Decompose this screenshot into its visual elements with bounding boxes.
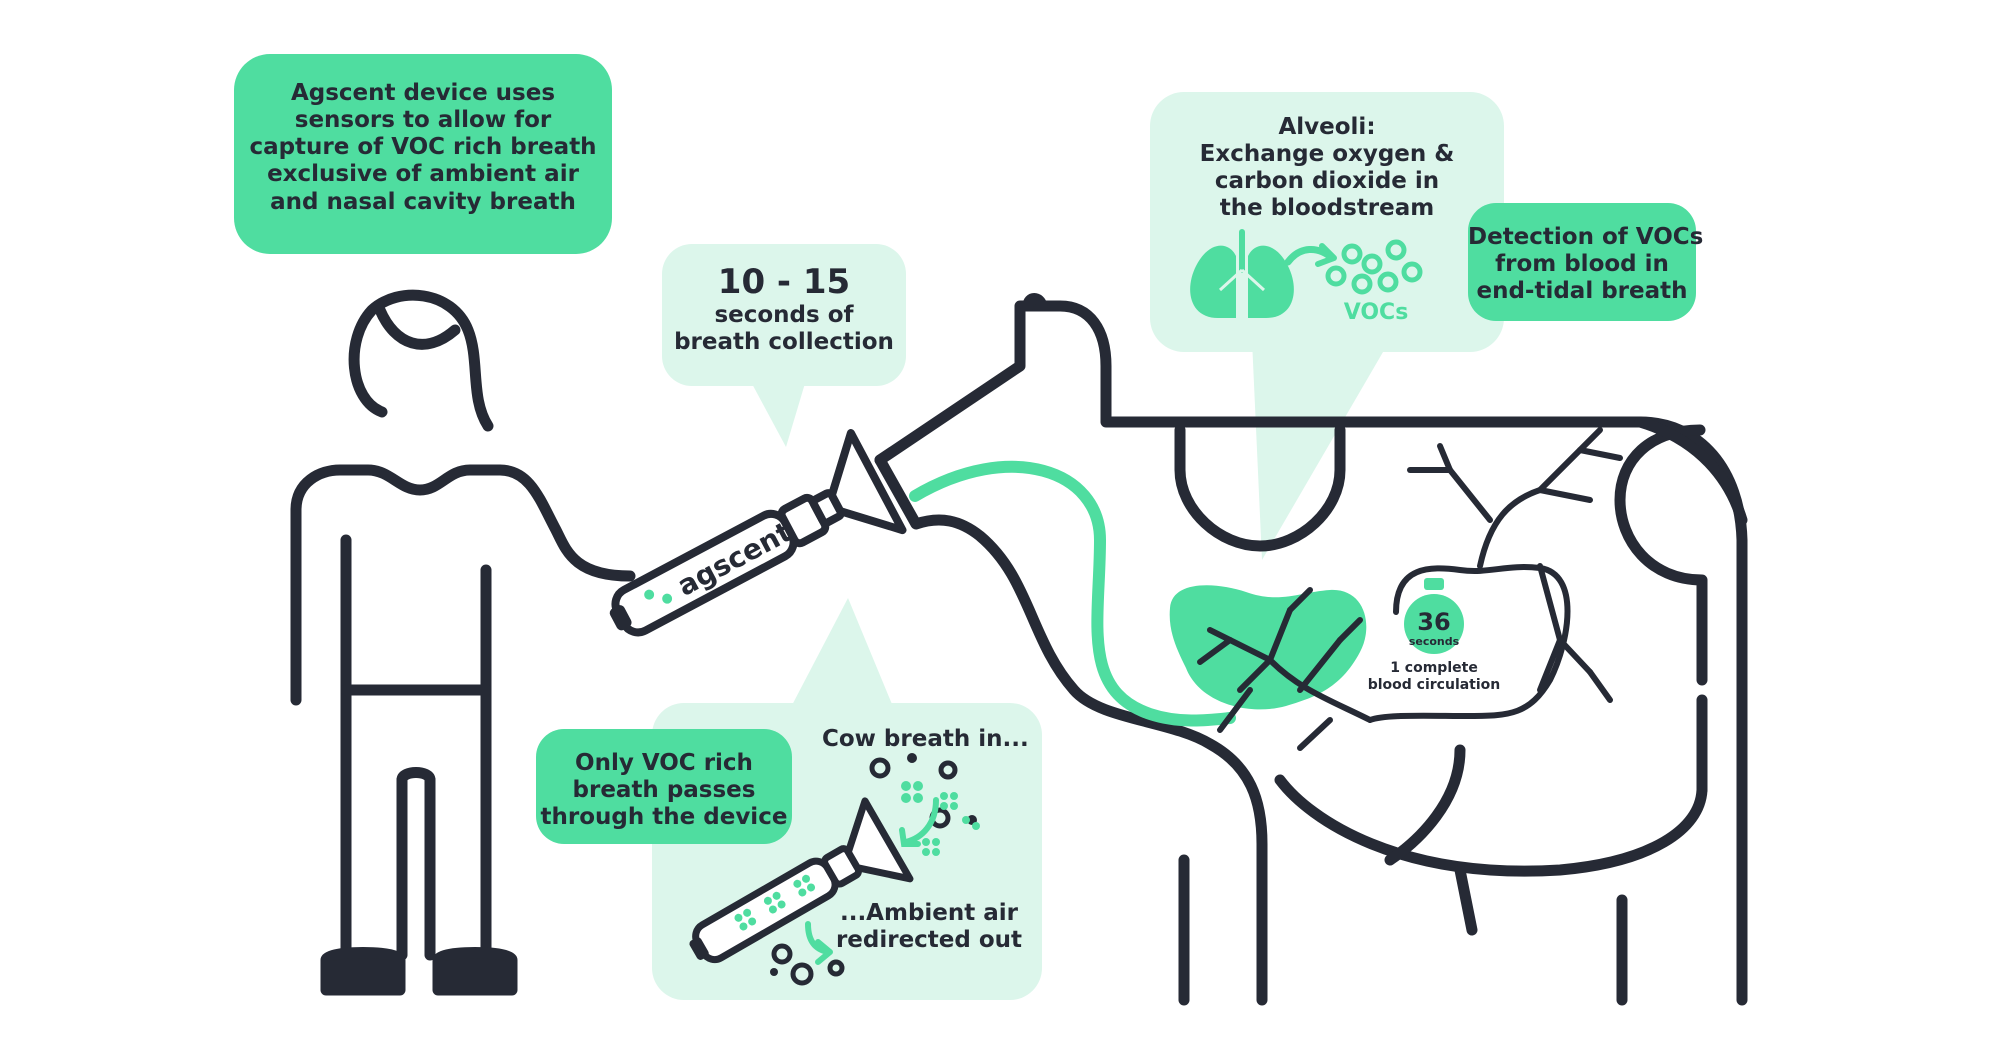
cow-icon bbox=[874, 293, 1748, 1006]
stopwatch-icon: 36 seconds bbox=[1404, 578, 1464, 654]
callout-line: breath passes bbox=[572, 777, 756, 804]
callout-detection-text: Detection of VOCs from blood in end-tida… bbox=[1468, 224, 1704, 305]
callout-line: sensors to allow for bbox=[294, 107, 552, 134]
cow-breath-in-text: Cow breath in... bbox=[822, 726, 1029, 752]
callout-line: Alveoli: bbox=[1278, 114, 1376, 140]
callout-alveoli-text: Alveoli: Exchange oxygen & carbon dioxid… bbox=[1150, 114, 1504, 223]
callout-detection-bubble bbox=[1468, 203, 1696, 321]
callout-line: exclusive of ambient air bbox=[267, 161, 579, 188]
callout-line: Only VOC rich bbox=[575, 750, 753, 776]
breath-particles-in bbox=[869, 753, 980, 856]
callout-line: capture of VOC rich breath bbox=[249, 134, 597, 161]
timer-value: 36 bbox=[1417, 608, 1450, 636]
callout-line: seconds of bbox=[714, 302, 854, 329]
ambient-air-particles bbox=[770, 921, 845, 986]
callout-line: the bloodstream bbox=[1219, 195, 1435, 222]
callout-line: Detection of VOCs bbox=[1468, 224, 1704, 250]
callout-line: through the device bbox=[540, 804, 788, 831]
callout-collection-time-bubble bbox=[662, 244, 906, 447]
vein-branches bbox=[1407, 427, 1623, 703]
callout-line: ...Ambient air bbox=[839, 900, 1019, 926]
callout-line: and nasal cavity breath bbox=[270, 188, 576, 215]
callout-line: end-tidal breath bbox=[1476, 278, 1688, 305]
timer-caption-line: blood circulation bbox=[1367, 676, 1501, 693]
callout-alveoli-bubble bbox=[1150, 92, 1504, 560]
breath-device-icon: agscent bbox=[609, 429, 907, 637]
callout-line: redirected out bbox=[835, 927, 1023, 954]
collection-time-value: 10 - 15 bbox=[717, 262, 851, 302]
callout-device-sensors-text: Agscent device uses sensors to allow for… bbox=[240, 80, 606, 216]
vocs-label: VOCs bbox=[1343, 300, 1409, 325]
timer-unit: seconds bbox=[1409, 635, 1460, 648]
timer-caption-line: 1 complete bbox=[1390, 660, 1478, 676]
callout-line: from blood in bbox=[1495, 251, 1669, 278]
breath-airflow-line bbox=[909, 460, 1236, 727]
ambient-air-text: ...Ambient air redirected out bbox=[834, 900, 1024, 954]
callout-line: Exchange oxygen & bbox=[1199, 141, 1455, 168]
molecule-cluster-icon bbox=[1325, 239, 1423, 295]
bronchi-tree-icon bbox=[1197, 587, 1373, 751]
callout-device-sensors-bubble bbox=[234, 54, 612, 254]
callout-line: breath collection bbox=[674, 329, 894, 356]
lungs-icon bbox=[1190, 229, 1294, 318]
callout-collection-time-text: 10 - 15 seconds of breath collection bbox=[662, 262, 906, 356]
callout-line: Agscent device uses bbox=[290, 80, 556, 106]
callout-line: carbon dioxide in bbox=[1214, 168, 1440, 195]
person-icon bbox=[290, 289, 636, 996]
lung-blob bbox=[1169, 585, 1367, 710]
callout-voc-rich-bubble bbox=[536, 729, 792, 844]
mini-breath-device-icon bbox=[689, 797, 914, 964]
heart-icon bbox=[1367, 564, 1571, 723]
timer-caption: 1 complete blood circulation bbox=[1364, 660, 1504, 693]
callout-voc-rich-text: Only VOC rich breath passes through the … bbox=[536, 750, 792, 831]
